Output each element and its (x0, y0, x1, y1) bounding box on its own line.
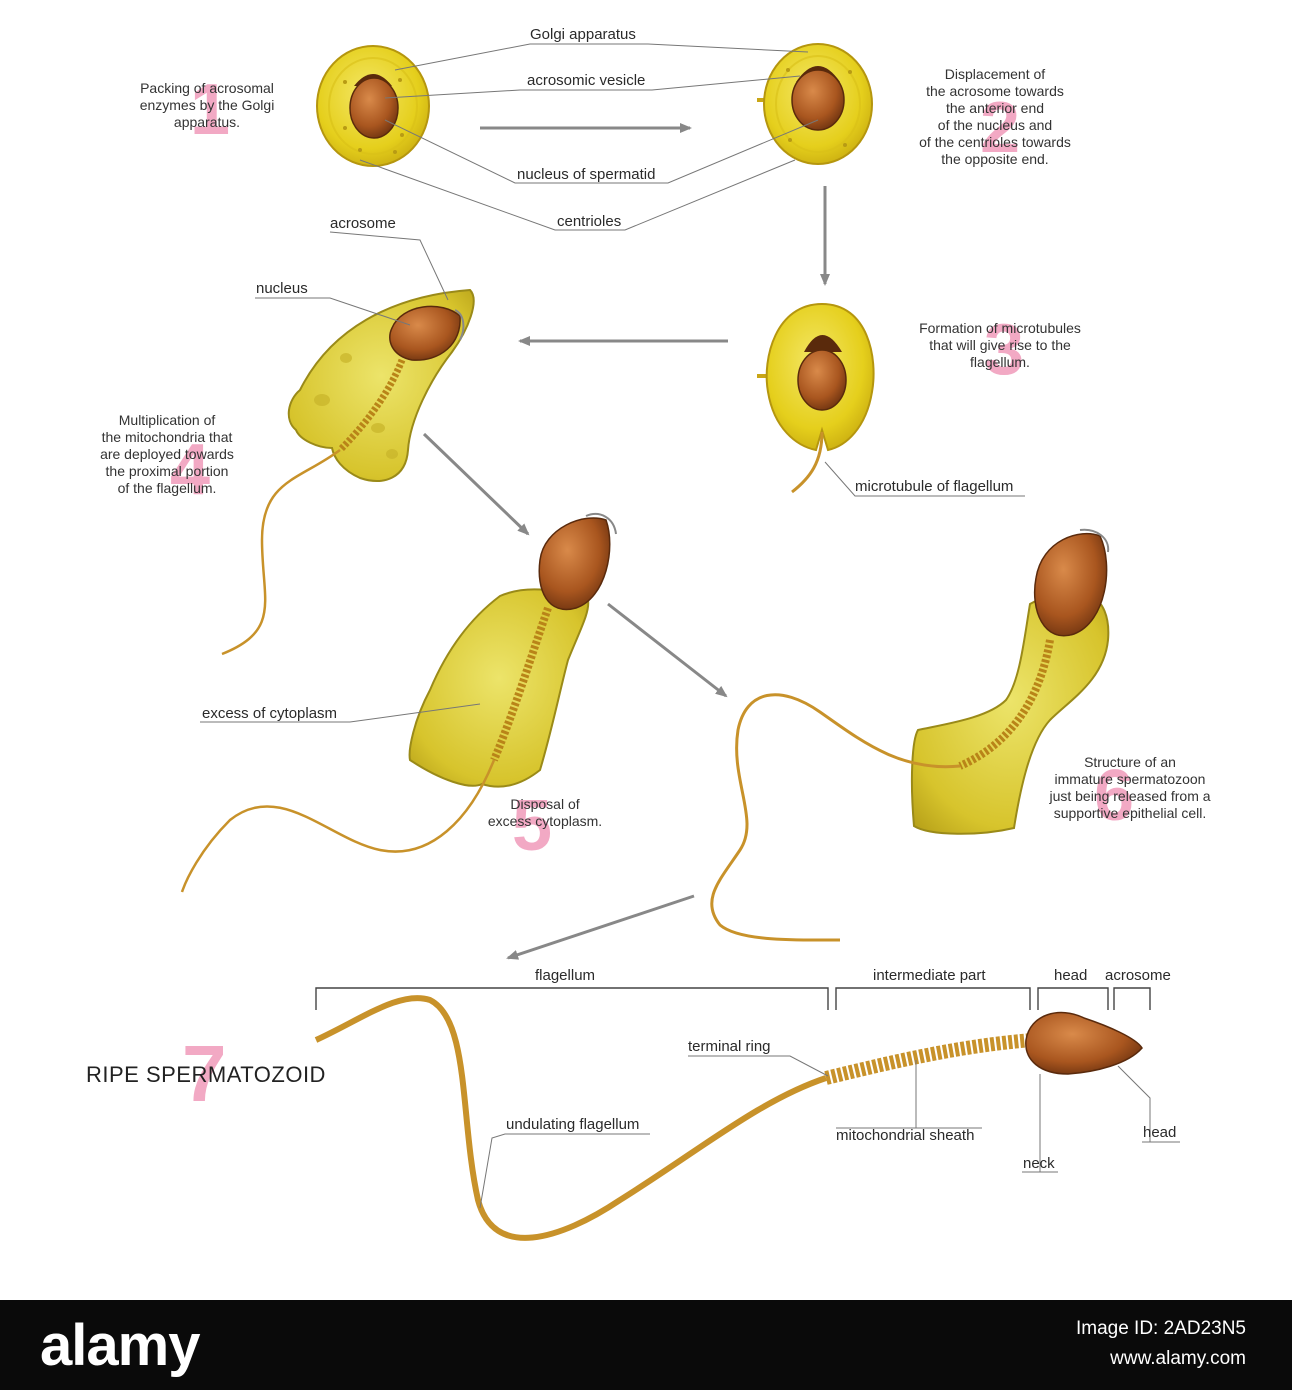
stage1-cell (316, 45, 430, 167)
label-nucleus-of-spermatid: nucleus of spermatid (517, 166, 656, 183)
step-number-1: 1 (190, 70, 231, 150)
step-number-3: 3 (984, 310, 1025, 390)
brand-logo: alamy (40, 1313, 200, 1378)
label-undulating-flagellum: undulating flagellum (506, 1116, 640, 1133)
label-mitochondrial-sheath: mitochondrial sheath (836, 1127, 975, 1144)
label-acrosome: acrosome (330, 215, 396, 232)
label-golgi-apparatus: Golgi apparatus (530, 26, 636, 43)
label-head-side: head (1143, 1124, 1177, 1141)
ripe-spermatozoid-title: RIPE SPERMATOZOID (86, 1062, 326, 1087)
label-terminal-ring: terminal ring (688, 1038, 771, 1055)
step1-description: Packing of acrosomal enzymes by the Golg… (139, 80, 275, 130)
stage4-cell (221, 288, 475, 656)
stage6-cell (710, 528, 1110, 942)
stage5-cell (180, 513, 617, 893)
stage2-cell (757, 43, 873, 165)
label-acrosomic-vesicle: acrosomic vesicle (527, 72, 646, 89)
step-number-6: 6 (1094, 756, 1135, 836)
label-neck: neck (1023, 1155, 1055, 1172)
step5-description: Disposal of excess cytoplasm. (487, 796, 603, 829)
step6-description: Structure of an immature spermatozoon ju… (1049, 754, 1211, 821)
leader-lines (200, 43, 1180, 1209)
step-number-2: 2 (980, 88, 1021, 168)
step2-description: Displacement of the acrosome towards the… (919, 66, 1071, 167)
step3-description: Formation of microtubules that will give… (919, 320, 1081, 370)
label-nucleus: nucleus (256, 280, 308, 297)
label-intermediate-part: intermediate part (873, 967, 986, 984)
footer-info: Image ID: 2AD23N5 www.alamy.com (1076, 1314, 1246, 1374)
step4-description: Multiplication of the mitochondria that … (100, 412, 234, 496)
label-flagellum: flagellum (535, 967, 596, 984)
step-number-4: 4 (170, 430, 211, 510)
label-excess-of-cytoplasm: excess of cytoplasm (202, 705, 338, 722)
label-acrosome-top: acrosome (1105, 967, 1171, 984)
label-centrioles: centrioles (557, 213, 622, 230)
label-head-top: head (1054, 967, 1088, 984)
brackets (315, 987, 1151, 1010)
image-id: Image ID: 2AD23N5 (1075, 1318, 1246, 1339)
process-arrows (422, 123, 830, 960)
step-number-7: 7 (182, 1029, 227, 1118)
site-url[interactable]: www.alamy.com (1110, 1348, 1246, 1369)
stage3-cell (757, 302, 875, 494)
stock-footer: alamy Image ID: 2AD23N5 www.alamy.com (0, 1300, 1292, 1390)
label-microtubule-of-flagellum: microtubule of flagellum (855, 478, 1014, 495)
step-number-5: 5 (512, 786, 553, 866)
stage7-spermatozoid (314, 995, 1143, 1241)
spermiogenesis-diagram (180, 43, 1180, 1241)
